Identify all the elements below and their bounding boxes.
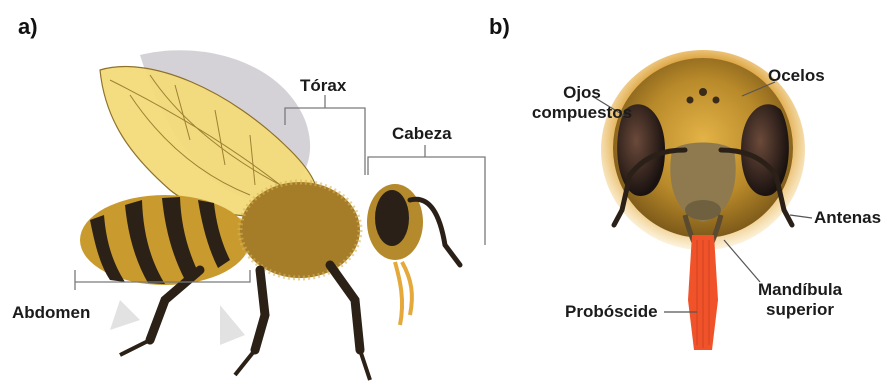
label-mandibula-line1: Mandíbula	[742, 280, 858, 300]
label-cabeza: Cabeza	[392, 124, 452, 144]
label-ojos-line2: compuestos	[522, 103, 642, 123]
label-mandibula-line2: superior	[742, 300, 858, 320]
leg-shadows	[110, 300, 245, 345]
mandibula-leader	[724, 240, 760, 282]
label-torax: Tórax	[300, 76, 346, 96]
label-abdomen: Abdomen	[12, 303, 90, 323]
bee-side-view	[80, 50, 460, 380]
label-mandibula-superior: Mandíbula superior	[742, 280, 858, 320]
leg-tips	[120, 340, 370, 380]
ocellus-2	[687, 97, 694, 104]
ocellus-1	[699, 88, 707, 96]
label-ojos-compuestos: Ojos compuestos	[522, 83, 642, 123]
ocellus-3	[713, 97, 720, 104]
compound-eye-side	[375, 190, 409, 246]
label-ojos-line1: Ojos	[522, 83, 642, 103]
label-proboscide: Probóscide	[565, 302, 658, 322]
antenas-leader	[790, 215, 812, 218]
label-antenas: Antenas	[814, 208, 881, 228]
mouthparts-side	[395, 262, 412, 325]
label-ocelos: Ocelos	[768, 66, 825, 86]
